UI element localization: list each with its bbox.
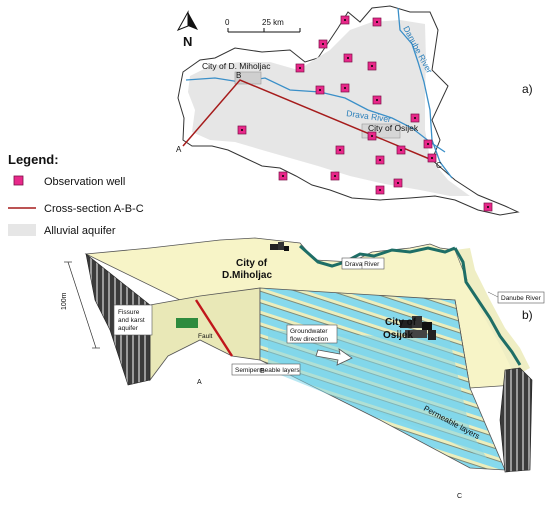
danube-river-surface	[453, 247, 522, 366]
north-arrow-icon	[176, 10, 198, 31]
panel-b-label: b)	[522, 308, 533, 322]
north-label: N	[183, 34, 192, 49]
observation-well-dot	[339, 149, 341, 151]
panel-a-label: a)	[522, 82, 533, 96]
block-point-a: A	[197, 379, 202, 386]
map-panel: N 0 25 km City of D. Miholjac City of Os…	[176, 5, 533, 216]
scale-bar	[227, 28, 301, 33]
observation-well-dot	[371, 135, 373, 137]
karst-green-layer	[176, 318, 198, 328]
observation-well-dot	[400, 149, 402, 151]
danube-river-line	[397, 7, 453, 179]
legend-label-alluvial-aquifer: Alluvial aquifer	[44, 225, 116, 237]
danube-callout-label: Danube River	[501, 295, 542, 302]
block-city-osijek-line2: Osijek	[383, 330, 413, 341]
legend-item-alluvial-aquifer: Alluvial aquifer	[8, 224, 116, 237]
observation-well-dot	[397, 182, 399, 184]
scale-zero-label: 0	[225, 18, 230, 27]
semipermeable-callout: Semipermeable layers	[231, 363, 300, 376]
block-point-b: B	[260, 368, 265, 375]
observation-well-dot	[414, 117, 416, 119]
fault-label: Fault	[198, 333, 213, 340]
drava-river-surface	[299, 244, 456, 268]
observation-wells-group	[237, 15, 493, 212]
rock-edge-right	[499, 367, 533, 473]
observation-well-dot	[299, 67, 301, 69]
observation-well-dot	[334, 175, 336, 177]
observation-well-dot	[241, 129, 243, 131]
observation-well-dot	[282, 175, 284, 177]
block-point-c: C	[457, 493, 462, 500]
groundwater-flow-callout: Groundwater flow direction	[286, 324, 338, 344]
fissure-label-line1: Fissure	[118, 309, 140, 316]
city-osijek-label: City of Osijek	[368, 123, 419, 133]
section-point-b: B	[236, 71, 241, 80]
observation-well-dot	[431, 157, 433, 159]
fissure-label-line3: aquifer	[118, 325, 139, 332]
legend-item-observation-well: Observation well	[13, 175, 125, 188]
block-city-miholjac-line1: City of	[236, 258, 268, 269]
observation-well-dot	[347, 57, 349, 59]
legend-label-observation-well: Observation well	[44, 176, 125, 188]
pink-square-icon	[13, 175, 24, 186]
observation-well-dot	[344, 19, 346, 21]
observation-well-dot	[376, 21, 378, 23]
observation-well-dot	[322, 43, 324, 45]
flow-label-line1: Groundwater	[290, 328, 328, 335]
observation-well-dot	[376, 99, 378, 101]
drava-river-callout: Drava River	[341, 257, 385, 270]
observation-well-dot	[379, 189, 381, 191]
observation-well-dot	[371, 65, 373, 67]
section-point-a: A	[176, 145, 182, 154]
flow-direction-arrow-icon	[315, 348, 353, 366]
fissure-label-line2: and karst	[118, 317, 145, 324]
block-city-osijek-line1: City of	[385, 317, 417, 328]
section-point-c: C	[436, 161, 442, 170]
fault-line	[194, 299, 234, 357]
thickness-label: 100m	[61, 292, 68, 310]
miholjac-town-icon	[270, 242, 289, 251]
drava-callout-label: Drava River	[345, 261, 380, 268]
legend: Legend: Observation well Cross-section A…	[8, 152, 144, 237]
observation-well-dot	[487, 206, 489, 208]
osijek-town-icon	[400, 316, 436, 340]
block-diagram-panel: 100m Fissure and karst aquifer Drava Riv…	[61, 237, 545, 500]
block-city-miholjac-line2: D.Miholjac	[222, 270, 272, 281]
observation-well-dot	[379, 159, 381, 161]
observation-well-dot	[427, 143, 429, 145]
fissure-aquifer-callout: Fissure and karst aquifer	[113, 304, 153, 336]
legend-item-cross-section: Cross-section A-B-C	[8, 203, 144, 215]
semipermeable-label: Semipermeable layers	[235, 367, 300, 374]
terrain-surface-east	[455, 248, 530, 376]
danube-river-callout: Danube River	[487, 291, 545, 304]
thickness-dimension	[64, 261, 100, 349]
flow-label-line2: flow direction	[290, 336, 328, 343]
scale-end-label: 25 km	[262, 18, 284, 27]
grey-patch-icon	[8, 224, 36, 236]
observation-well-dot	[319, 89, 321, 91]
city-miholjac-label: City of D. Miholjac	[202, 61, 271, 71]
permeable-layer-band	[268, 330, 488, 460]
legend-label-cross-section: Cross-section A-B-C	[44, 203, 144, 215]
observation-well-dot	[344, 87, 346, 89]
legend-title: Legend:	[8, 152, 59, 167]
